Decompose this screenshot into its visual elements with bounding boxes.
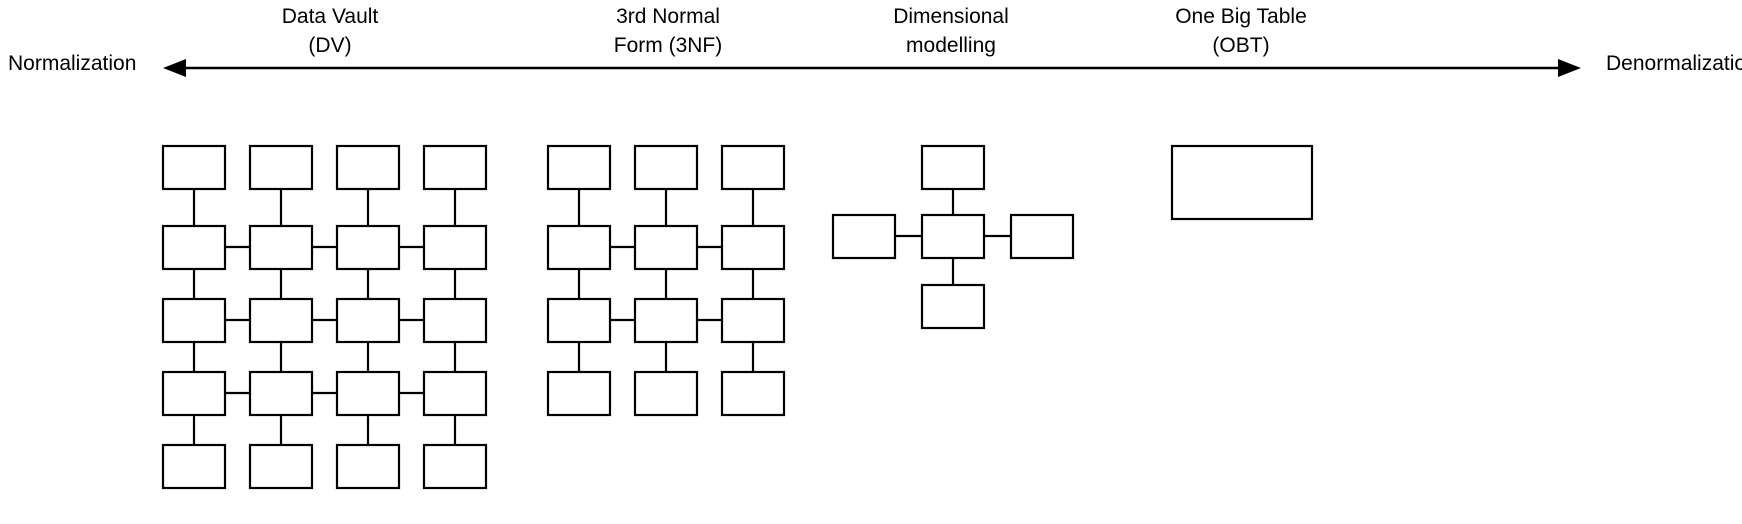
stage-label-dimensional-modelling: Dimensional modelling [893,3,1009,61]
axis-label-denormalization: Denormalization [1606,52,1742,75]
axis-label-normalization: Normalization [8,52,137,75]
stage-label-third-normal-form: 3rd Normal Form (3NF) [614,3,723,61]
stage-label-one-big-table: One Big Table (OBT) [1175,3,1307,61]
dimensional-modelling-model-graphic [831,144,1075,330]
stage-label-one-big-table-line1: One Big Table [1175,5,1307,28]
stage-label-data-vault-line2: (DV) [308,33,352,57]
data-vault-model-graphic [161,144,488,490]
stage-label-data-vault-line1: Data Vault [281,5,379,28]
arrow-head-left-icon [163,59,186,77]
stage-label-dimensional-modelling-line1: Dimensional [893,5,1009,28]
stage-label-third-normal-form-line2: Form (3NF) [613,33,723,57]
stage-label-one-big-table-line2: (OBT) [1212,33,1270,57]
stage-label-data-vault: Data Vault (DV) [282,3,379,61]
stage-label-dimensional-modelling-line2: modelling [906,33,996,57]
one-big-table-model-graphic [1170,144,1314,221]
stage-label-third-normal-form-line1: 3rd Normal [616,5,720,28]
third-normal-form-model-graphic [546,144,786,417]
arrow-head-right-icon [1558,59,1581,77]
normalization-spectrum-arrow [163,59,1581,77]
